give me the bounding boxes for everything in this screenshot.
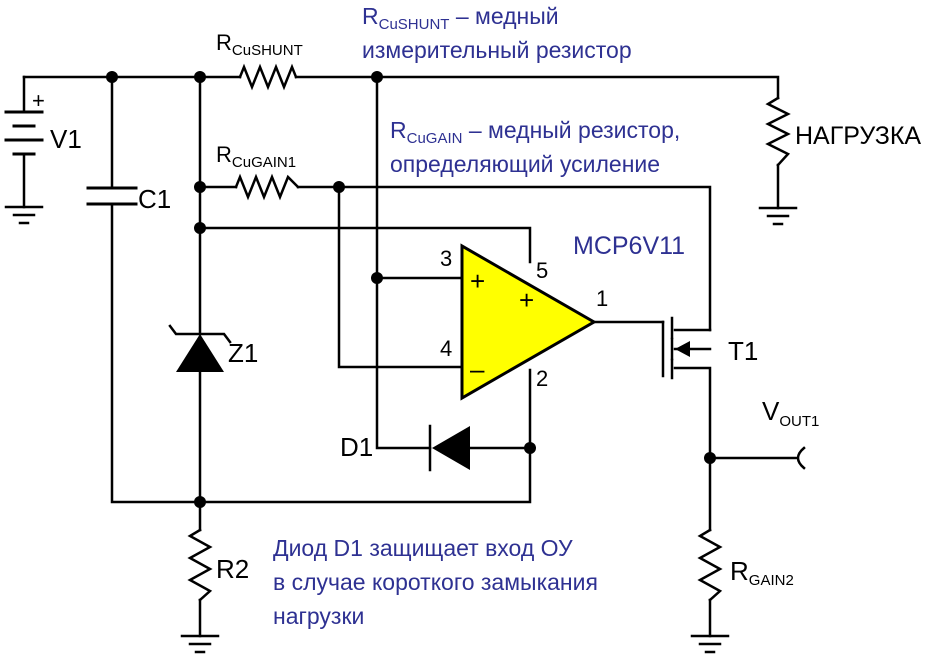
- ground-r2: [180, 634, 220, 654]
- mosfet-t1: [661, 316, 712, 380]
- battery-v1: +: [4, 88, 45, 156]
- capacitor-c1: [86, 186, 138, 206]
- label-vout1: VOUT1: [762, 396, 819, 430]
- resistor-rcugain1: [234, 173, 300, 201]
- opamp-plus-input-sign: +: [470, 266, 485, 296]
- annotation-gain-line2: определяющий усиление: [390, 151, 660, 177]
- pin-2: 2: [536, 366, 548, 391]
- annotation-shunt-line2: измерительный резистор: [362, 37, 632, 63]
- resistor-r2: [187, 528, 213, 602]
- resistor-rcushunt: [238, 63, 298, 91]
- annotation-gain-line1: RCuGAIN – медный резистор,: [390, 117, 680, 147]
- label-c1: C1: [138, 184, 171, 214]
- label-v1: V1: [50, 124, 82, 154]
- label-rgain2: RGAIN2: [730, 556, 794, 589]
- annotation-diode-line3: нагрузки: [273, 603, 364, 629]
- pin-1: 1: [596, 286, 608, 311]
- annotation-shunt-line1: RCuSHUNT – медный: [362, 3, 559, 33]
- zener-diode-z1: [168, 324, 232, 372]
- pin-4: 4: [440, 336, 452, 361]
- label-r2: R2: [216, 554, 249, 584]
- pin-3: 3: [440, 246, 452, 271]
- label-load: НАГРУЗКА: [795, 122, 921, 150]
- label-rcushunt: RCuSHUNT: [216, 30, 303, 59]
- ground-rgain2: [690, 634, 730, 654]
- battery-plus-sign: +: [32, 88, 45, 113]
- diode-d1: [428, 424, 470, 472]
- label-rcugain1: RCuGAIN1: [216, 142, 296, 171]
- resistor-rgain2: [697, 528, 723, 602]
- label-z1: Z1: [228, 338, 258, 368]
- ground-v1: [4, 205, 44, 225]
- pin-5: 5: [536, 258, 548, 283]
- label-opamp: MCP6V11: [573, 232, 685, 260]
- label-t1: T1: [728, 336, 758, 366]
- opamp-plus-supply-sign: +: [519, 285, 534, 315]
- annotation-diode-line2: в случае короткого замыкания: [273, 569, 598, 595]
- vout-terminal: [796, 446, 806, 470]
- opamp-mcp6v11: + – +: [460, 243, 598, 401]
- opamp-minus-input-sign: –: [470, 354, 485, 384]
- ground-load: [758, 206, 798, 226]
- junction-dots: [106, 71, 716, 508]
- wires: [22, 75, 798, 638]
- resistor-load: [765, 96, 791, 167]
- annotation-diode-line1: Диод D1 защищает вход ОУ: [273, 535, 573, 561]
- label-d1: D1: [340, 432, 373, 462]
